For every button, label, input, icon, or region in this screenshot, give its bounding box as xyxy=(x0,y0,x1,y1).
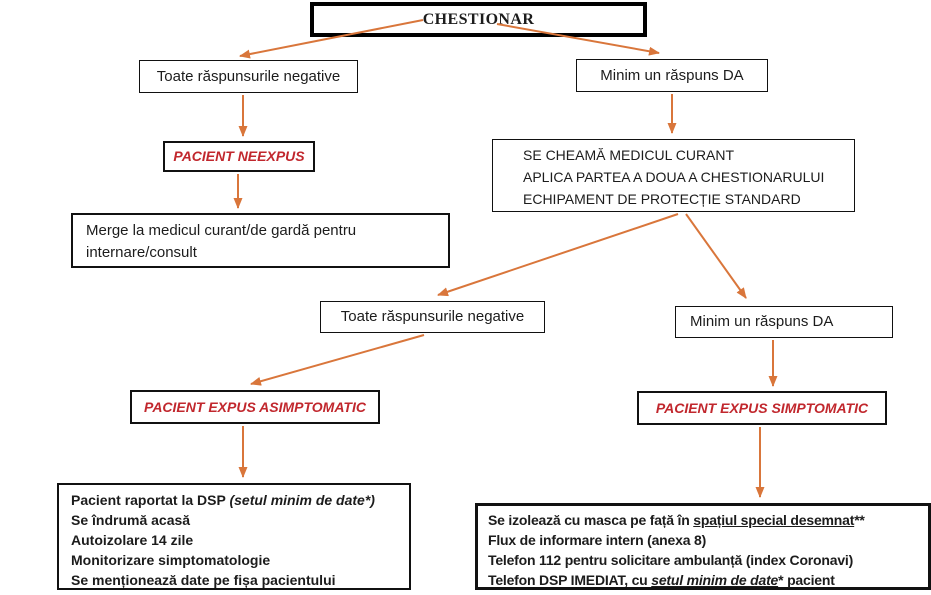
report-line1: Pacient raportat la DSP (setul minim de … xyxy=(71,492,375,508)
node-report-dsp-actions: Pacient raportat la DSP (setul minim de … xyxy=(57,483,411,590)
go-to-doctor-line1: Merge la medicul curant/de gardă pentru xyxy=(86,222,357,239)
report-line4: Monitorizare simptomatologie xyxy=(71,552,271,568)
isolation-line4: Telefon DSP IMEDIAT, cu setul minim de d… xyxy=(488,572,835,588)
node-patient-not-exposed: PACIENT NEEXPUS xyxy=(163,141,315,172)
node-all-answers-negative-1: Toate răspunsurile negative xyxy=(139,60,358,93)
isolation-line1: Se izolează cu masca pe față în spațiul … xyxy=(488,512,865,528)
node-min-one-yes-1: Minim un răspuns DA xyxy=(576,59,768,92)
arrow-cheama-to-da2 xyxy=(685,213,747,299)
node-all-answers-negative-2: Toate răspunsurile negative xyxy=(320,301,545,333)
node-patient-exposed-asymptomatic: PACIENT EXPUS ASIMPTOMATIC xyxy=(130,390,380,424)
report-line5: Se menționează date pe fișa pacientului xyxy=(71,572,336,588)
node-isolation-actions: Se izolează cu masca pe față în spațiul … xyxy=(475,503,931,590)
call-doctor-line3: ECHIPAMENT DE PROTECȚIE STANDARD xyxy=(523,191,801,207)
call-doctor-line1: SE CHEAMĂ MEDICUL CURANT xyxy=(523,147,735,163)
arrow-cheama-to-neg2 xyxy=(437,213,679,297)
report-line2: Se îndrumă acasă xyxy=(71,512,191,528)
node-call-doctor: SE CHEAMĂ MEDICUL CURANT APLICA PARTEA A… xyxy=(492,139,855,212)
node-min-one-yes-2: Minim un răspuns DA xyxy=(675,306,893,338)
call-doctor-line2: APLICA PARTEA A DOUA A CHESTIONARULUI xyxy=(523,169,825,185)
node-patient-exposed-symptomatic: PACIENT EXPUS SIMPTOMATIC xyxy=(637,391,887,425)
report-line3: Autoizolare 14 zile xyxy=(71,532,194,548)
isolation-line3: Telefon 112 pentru solicitare ambulanță … xyxy=(488,552,854,568)
arrow-neg2-to-asimptomatic xyxy=(250,334,425,386)
isolation-line2: Flux de informare intern (anexa 8) xyxy=(488,532,707,548)
node-chestionar: CHESTIONAR xyxy=(310,2,647,37)
go-to-doctor-line2: internare/consult xyxy=(86,244,197,261)
node-go-to-doctor: Merge la medicul curant/de gardă pentru … xyxy=(71,213,450,268)
